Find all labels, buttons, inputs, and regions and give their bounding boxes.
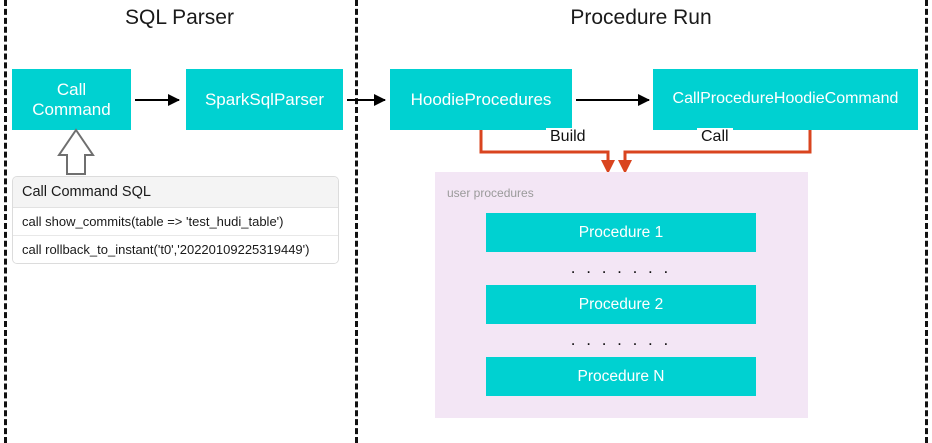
procedure-item-2[interactable]: Procedure 2 [486, 285, 756, 324]
section-title-sql-parser: SQL Parser [125, 6, 234, 29]
node-call-procedure-hoodie-command-label: CallProcedureHoodieCommand [672, 90, 899, 108]
node-spark-sql-parser[interactable]: SparkSqlParser [186, 69, 343, 130]
procedure-item-2-label: Procedure 2 [578, 295, 664, 313]
node-call-command[interactable]: Call Command [12, 69, 131, 130]
connector-label-call: Call [697, 128, 733, 146]
node-call-command-line2: Command [32, 99, 111, 119]
divider-middle [355, 0, 358, 443]
call-command-sql-header: Call Command SQL [13, 177, 338, 208]
hollow-up-arrow-icon [57, 128, 95, 175]
connector-label-build: Build [546, 128, 590, 146]
node-hoodie-procedures[interactable]: HoodieProcedures [390, 69, 572, 130]
procedure-separator-1: . . . . . . . [570, 258, 672, 277]
arrow-procedures-to-command [576, 94, 650, 106]
divider-right [925, 0, 928, 443]
divider-left [4, 0, 7, 443]
call-command-sql-row[interactable]: call rollback_to_instant('t0','202201092… [13, 236, 338, 263]
call-command-sql-panel: Call Command SQL call show_commits(table… [12, 176, 339, 264]
arrow-parser-to-procedures [347, 94, 386, 106]
procedure-item-1-label: Procedure 1 [578, 223, 664, 241]
section-title-procedure-run: Procedure Run [570, 6, 712, 29]
procedure-item-1[interactable]: Procedure 1 [486, 213, 756, 252]
procedure-item-n[interactable]: Procedure N [486, 357, 756, 396]
procedure-item-n-label: Procedure N [577, 367, 665, 385]
arrow-call-command-to-parser [135, 94, 180, 106]
node-call-procedure-hoodie-command[interactable]: CallProcedureHoodieCommand [653, 69, 918, 130]
node-spark-sql-parser-label: SparkSqlParser [204, 89, 325, 109]
procedure-separator-2: . . . . . . . [570, 330, 672, 349]
node-hoodie-procedures-label: HoodieProcedures [410, 89, 552, 109]
user-procedures-label: user procedures [447, 186, 534, 200]
call-command-sql-row[interactable]: call show_commits(table => 'test_hudi_ta… [13, 208, 338, 236]
node-call-command-line1: Call [56, 79, 87, 99]
